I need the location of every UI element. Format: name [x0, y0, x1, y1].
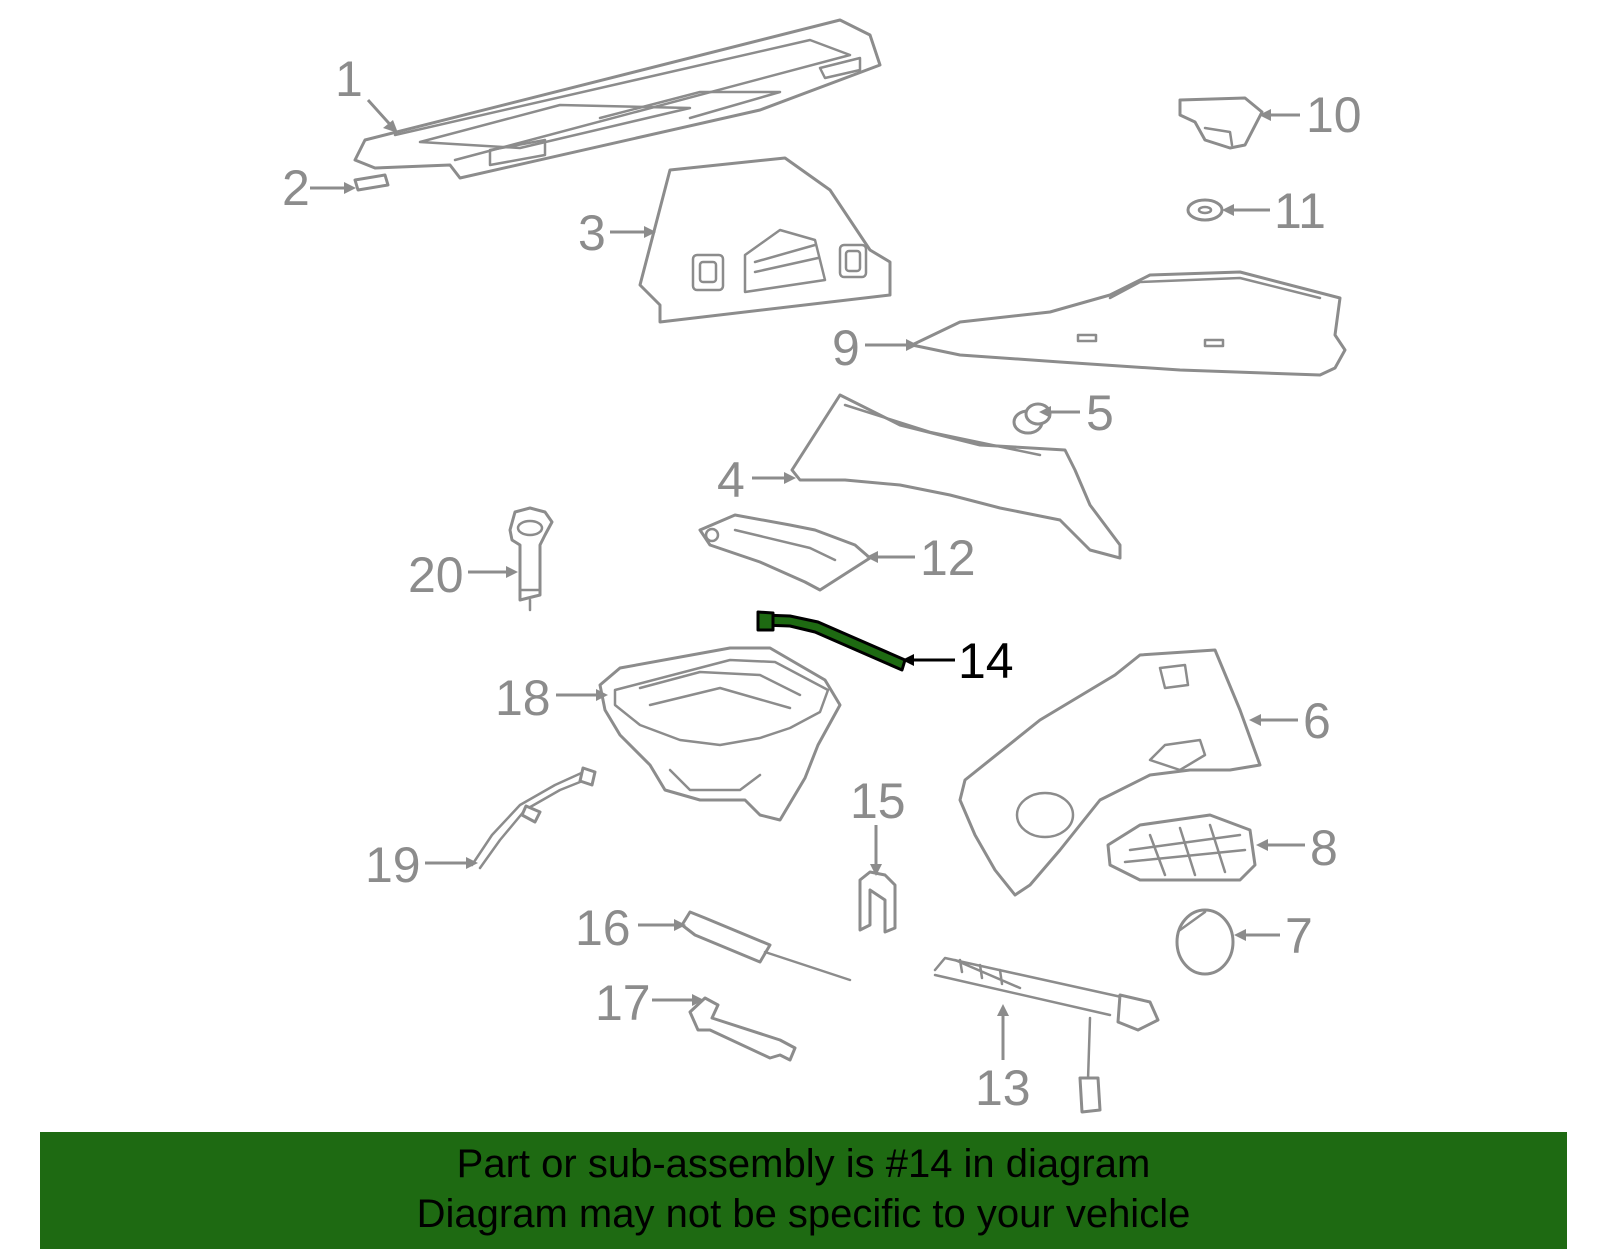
part-13-lug-wrench[interactable]	[933, 956, 1160, 1114]
callout-20: 20	[408, 547, 464, 603]
callout-6: 6	[1303, 693, 1331, 749]
callout-4: 4	[717, 452, 745, 508]
callout-12: 12	[920, 530, 976, 586]
part-8-grille[interactable]	[1106, 813, 1257, 882]
part-2-clip[interactable]	[353, 173, 390, 192]
part-17-wrench[interactable]	[688, 996, 797, 1062]
callout-14: 14	[958, 633, 1014, 689]
callout-16: 16	[575, 900, 631, 956]
callout-15: 15	[850, 773, 906, 829]
part-6-side-trim[interactable]	[958, 648, 1262, 897]
part-3-rear-panel[interactable]	[638, 156, 892, 324]
callout-8: 8	[1310, 820, 1338, 876]
part-1-parcel-shelf[interactable]	[353, 18, 882, 180]
callout-labels: 1 2 3 4 5 6 7 8 9 10 11 12 13 14 15 16 1…	[282, 51, 1362, 1116]
callout-1: 1	[335, 51, 363, 107]
part-14-highlighted-rod[interactable]	[756, 610, 907, 672]
callout-3: 3	[578, 205, 606, 261]
part-16-screwdriver[interactable]	[680, 910, 852, 982]
callout-13: 13	[975, 1060, 1031, 1116]
part-18-tray[interactable]	[598, 646, 842, 822]
part-11-washer[interactable]	[1186, 198, 1224, 222]
part-5-plug[interactable]	[1012, 402, 1052, 435]
part-10-bracket[interactable]	[1178, 96, 1264, 150]
parts-diagram: 1 2 3 4 5 6 7 8 9 10 11 12 13 14 15 16 1…	[282, 18, 1362, 1116]
part-20-fitting[interactable]	[508, 506, 554, 612]
callout-5: 5	[1086, 385, 1114, 441]
part-19-strap[interactable]	[470, 766, 597, 870]
part-7-cap[interactable]	[1175, 908, 1235, 976]
banner-line-part: Part or sub-assembly is #14 in diagram	[456, 1142, 1151, 1186]
callout-19: 19	[365, 837, 421, 893]
part-12-jack[interactable]	[698, 513, 872, 592]
callout-18: 18	[495, 670, 551, 726]
arrowheads	[344, 109, 1271, 1016]
callout-10: 10	[1306, 87, 1362, 143]
callout-7: 7	[1285, 908, 1313, 964]
callout-9: 9	[832, 320, 860, 376]
info-banner: Part or sub-assembly is #14 in diagram D…	[40, 1132, 1567, 1249]
leader-lines	[310, 98, 1305, 1060]
banner-line-disclaimer: Diagram may not be specific to your vehi…	[416, 1192, 1191, 1236]
part-9-side-panel[interactable]	[910, 270, 1347, 377]
callout-17: 17	[595, 975, 651, 1031]
part-4-trunk-trim[interactable]	[790, 393, 1122, 560]
callout-2: 2	[282, 160, 310, 216]
part-15-clip[interactable]	[858, 870, 897, 934]
callout-11: 11	[1274, 183, 1326, 239]
